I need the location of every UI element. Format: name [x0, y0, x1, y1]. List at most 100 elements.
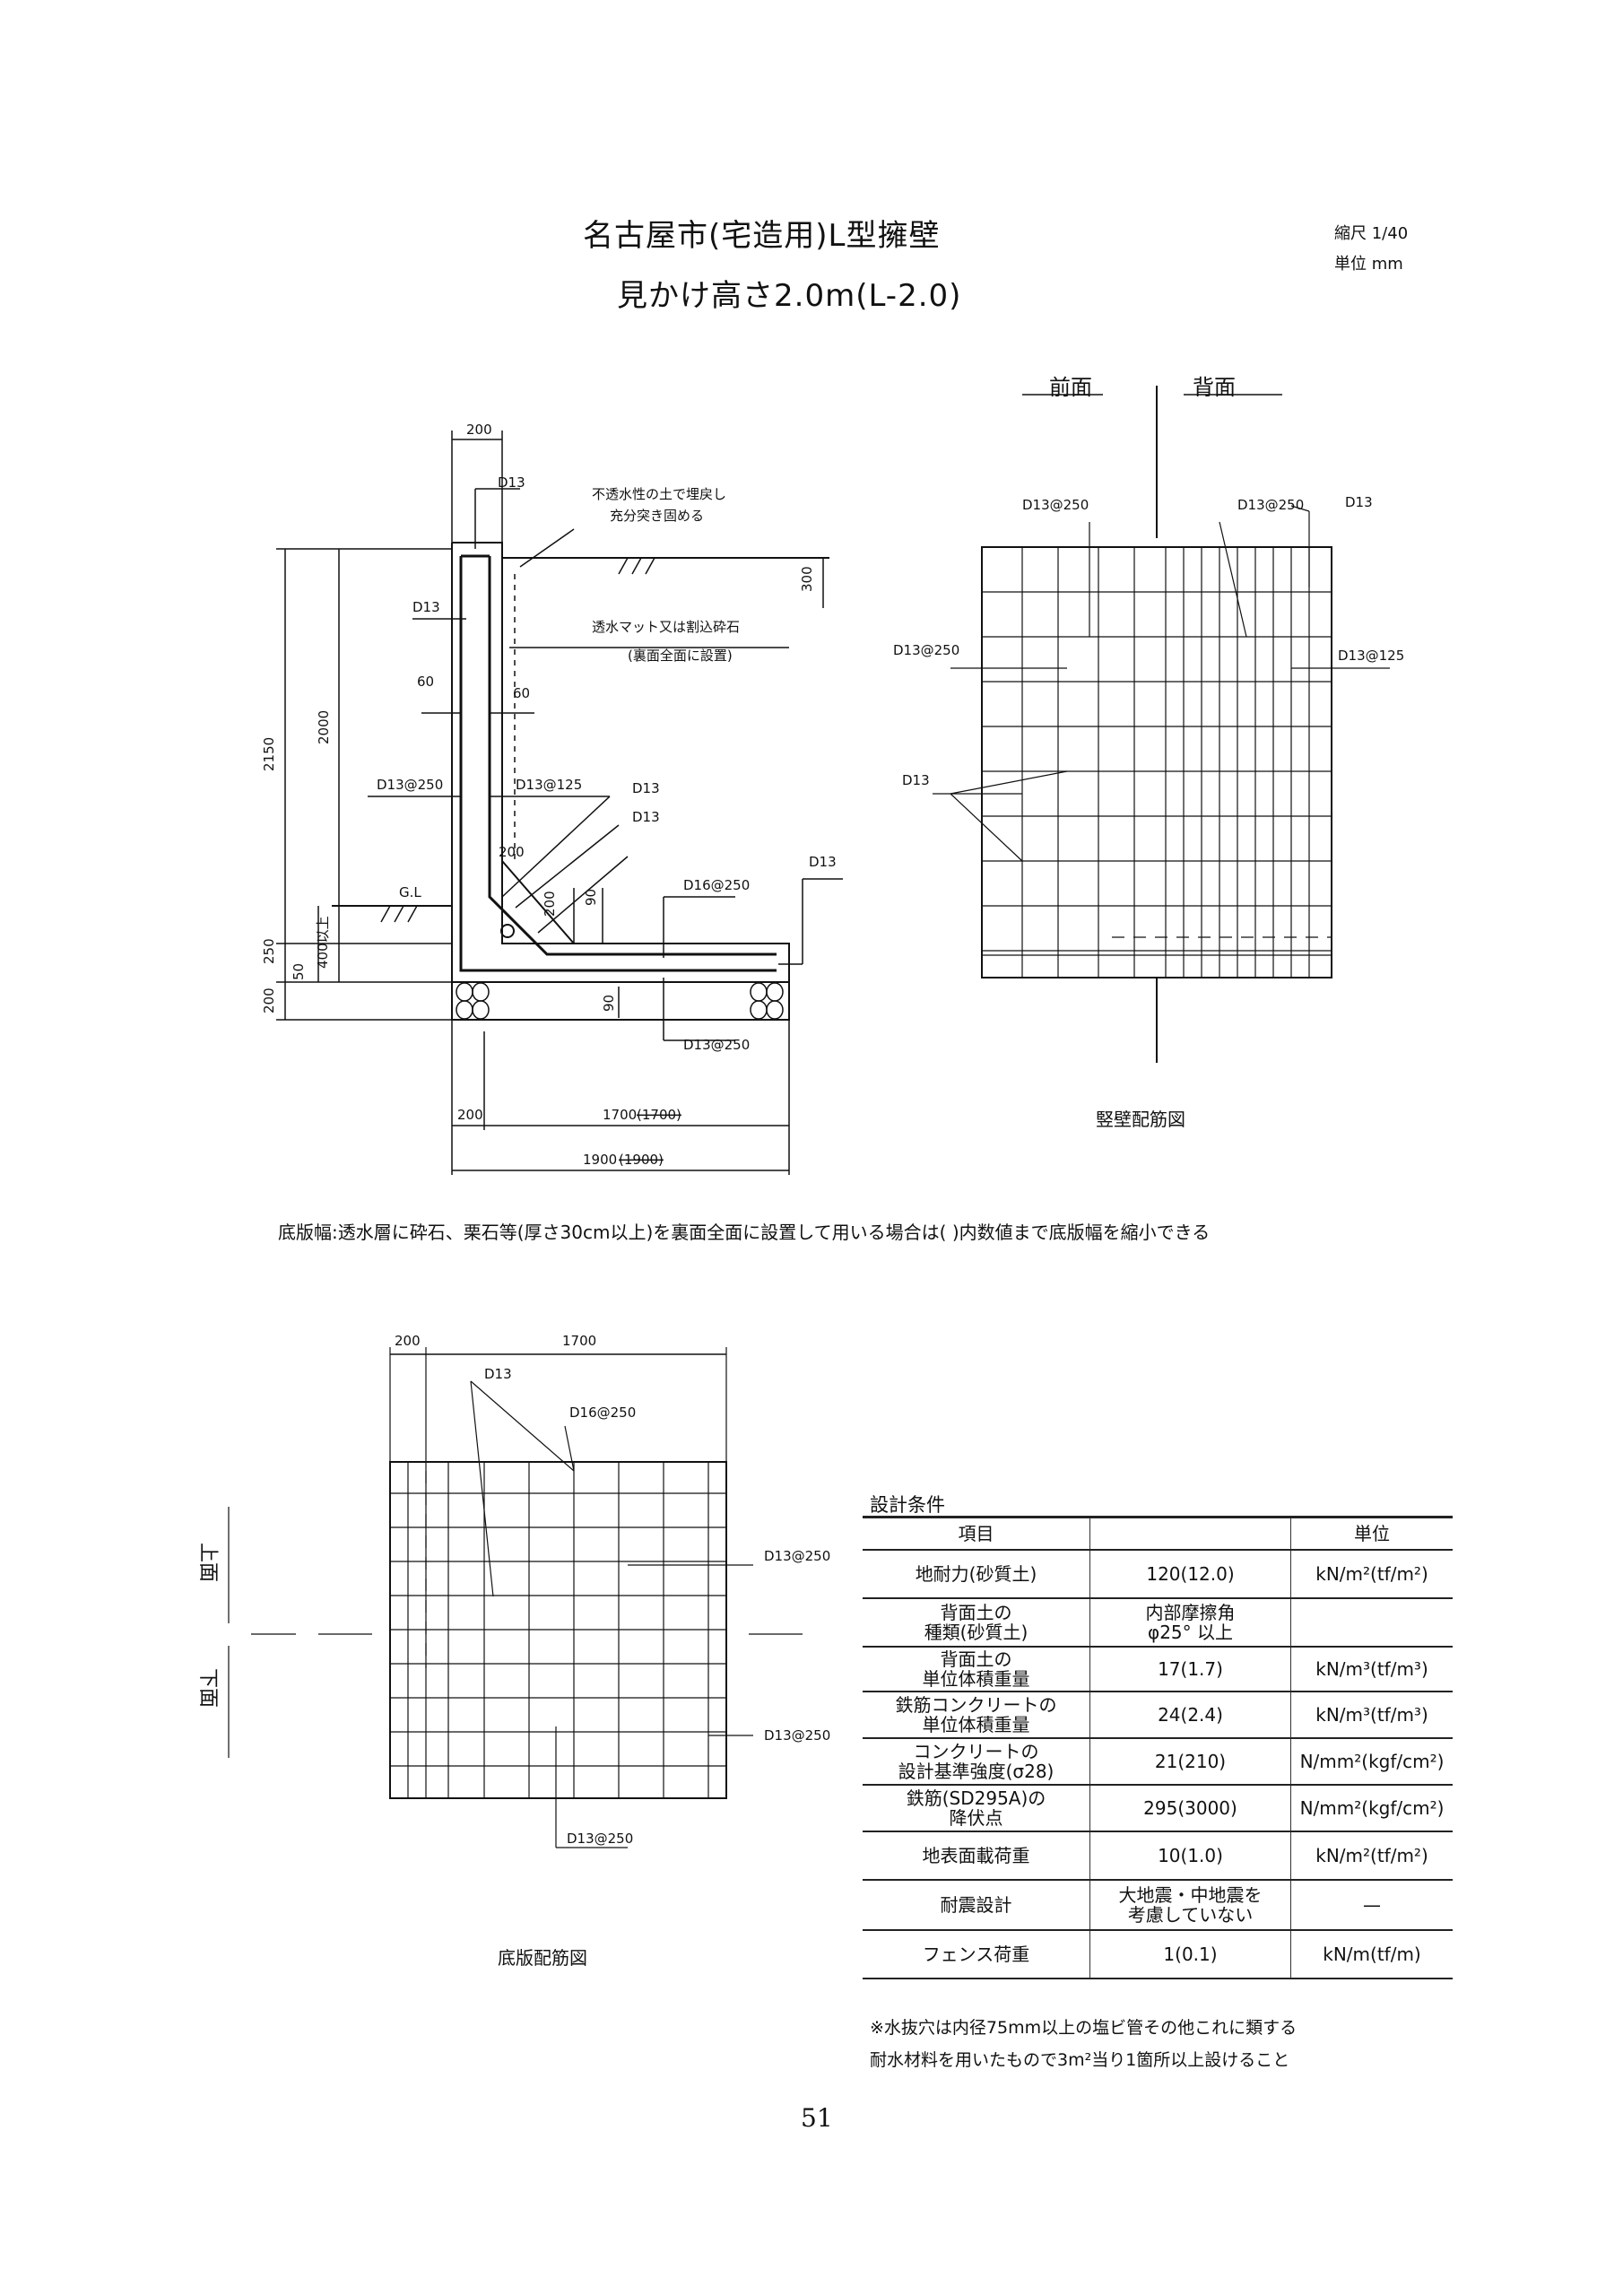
ground-level-label: G.L	[399, 884, 421, 900]
cell-value: 10(1.0)	[1089, 1831, 1291, 1881]
cell-item: 地耐力(砂質土)	[863, 1550, 1090, 1599]
drain-mat-note: 透水マット又は割込砕石	[592, 619, 740, 635]
rebar-label: D13@250	[893, 642, 959, 658]
cell-item: 耐震設計	[863, 1880, 1090, 1931]
rebar-label: D13	[412, 599, 440, 615]
rebar-label: D13@250	[1237, 497, 1304, 513]
dim-250: 250	[261, 938, 277, 964]
cell-item: 背面土の 単位体積重量	[863, 1647, 1090, 1692]
cell-value: 120(12.0)	[1089, 1550, 1291, 1599]
dim-top-width: 200	[466, 422, 492, 438]
rebar-label: D13@250	[1022, 497, 1089, 513]
slab-dim-1700: 1700	[562, 1333, 596, 1349]
drain-mat-note: (裏面全面に設置)	[628, 648, 733, 664]
cell-unit: kN/m(tf/m)	[1290, 1930, 1453, 1979]
wall-rebar-caption: 竪壁配筋図	[1096, 1109, 1185, 1130]
dim-60: 60	[513, 685, 530, 701]
slab-bottom-face-label: 下面	[196, 1668, 219, 1708]
dim-90: 90	[583, 889, 599, 906]
base-width-note: 底版幅:透水層に砕石、栗石等(厚さ30cm以上)を裏面全面に設置して用いる場合は…	[278, 1222, 1211, 1243]
cell-value: 内部摩擦角 φ25° 以上	[1089, 1598, 1291, 1648]
dim-400: 400以上	[315, 916, 331, 969]
slab-dim-200: 200	[395, 1333, 421, 1349]
dim-haunch: 200	[499, 844, 525, 860]
dim-1700-reduced: (1700)	[637, 1107, 681, 1123]
cell-unit: kN/m³(tf/m³)	[1290, 1692, 1453, 1739]
rebar-label: D13	[498, 474, 525, 491]
cell-value: 17(1.7)	[1089, 1647, 1291, 1692]
rebar-label: D13@250	[683, 1037, 750, 1053]
cell-unit: kN/m³(tf/m³)	[1290, 1647, 1453, 1692]
design-conditions-table: 項目 単位 地耐力(砂質土)120(12.0)kN/m²(tf/m²)背面土の …	[863, 1516, 1453, 1979]
cell-unit: N/mm²(kgf/cm²)	[1290, 1738, 1453, 1786]
rebar-label: D13	[809, 854, 837, 870]
dim-2150: 2150	[261, 737, 277, 771]
table-row: 耐震設計大地震・中地震を 考慮していない—	[863, 1880, 1453, 1931]
cell-unit: N/mm²(kgf/cm²)	[1290, 1785, 1453, 1832]
cell-unit: kN/m²(tf/m²)	[1290, 1550, 1453, 1599]
dim-1900: 1900	[583, 1152, 617, 1168]
cell-item: コンクリートの 設計基準強度(σ28)	[863, 1738, 1090, 1786]
wall-back-label: 背面	[1193, 375, 1236, 400]
cell-value: 24(2.4)	[1089, 1692, 1291, 1739]
rebar-label: D13	[632, 780, 660, 796]
cell-item: 鉄筋コンクリートの 単位体積重量	[863, 1692, 1090, 1739]
cell-item: 背面土の 種類(砂質土)	[863, 1598, 1090, 1648]
dim-200: 200	[542, 891, 558, 917]
drain-hole-note: ※水抜穴は内径75mm以上の塩ビ管その他これに類する	[870, 2018, 1298, 2038]
dim-300: 300	[799, 566, 815, 592]
backfill-note: 充分突き固める	[610, 508, 704, 524]
cell-item: 鉄筋(SD295A)の 降伏点	[863, 1785, 1090, 1832]
cell-unit: —	[1290, 1880, 1453, 1931]
rebar-label: D13@250	[567, 1831, 633, 1847]
rebar-label: D16@250	[569, 1405, 636, 1421]
rebar-label: D16@250	[683, 877, 750, 893]
dim-1700: 1700	[603, 1107, 637, 1123]
rebar-label: D13@250	[764, 1727, 830, 1744]
cell-value: 大地震・中地震を 考慮していない	[1089, 1880, 1291, 1931]
cell-unit: kN/m²(tf/m²)	[1290, 1831, 1453, 1881]
page-number: 51	[801, 2103, 833, 2133]
cell-item: フェンス荷重	[863, 1930, 1090, 1979]
table-row: 背面土の 種類(砂質土)内部摩擦角 φ25° 以上	[863, 1598, 1453, 1648]
cell-value: 21(210)	[1089, 1738, 1291, 1786]
cell-value: 295(3000)	[1089, 1785, 1291, 1832]
cross-section-diagram: 200 D13 不透水性の土で埋戻し 充分突き固める 300 透水マット又は割込…	[261, 422, 843, 1175]
rebar-label: D13@250	[377, 777, 443, 793]
rebar-label: D13	[1345, 494, 1373, 510]
dim-200-horizontal: 200	[457, 1107, 483, 1123]
cell-item: 地表面載荷重	[863, 1831, 1090, 1881]
dim-50: 50	[291, 963, 307, 980]
cell-value: 1(0.1)	[1089, 1930, 1291, 1979]
dim-2000: 2000	[316, 710, 332, 744]
drain-hole-note: 耐水材料を用いたもので3m²当り1箇所以上設けること	[870, 2050, 1290, 2070]
table-row: コンクリートの 設計基準強度(σ28)21(210)N/mm²(kgf/cm²)	[863, 1738, 1453, 1786]
wall-front-label: 前面	[1049, 375, 1092, 400]
page-title: 名古屋市(宅造用)L型擁壁	[583, 218, 941, 254]
dim-90-bottom: 90	[601, 995, 617, 1012]
col-value-header	[1089, 1516, 1291, 1551]
design-conditions-heading: 設計条件	[870, 1494, 945, 1516]
wall-rebar-diagram: 前面 背面 D13@250 D13@250 D13 D13@250 D13@12…	[893, 375, 1404, 1130]
rebar-label: D13	[632, 809, 660, 825]
dim-200-bottom: 200	[261, 987, 277, 1013]
scale-label: 縮尺 1/40	[1334, 224, 1409, 243]
slab-rebar-caption: 底版配筋図	[498, 1947, 587, 1969]
col-item-header: 項目	[863, 1516, 1090, 1551]
rebar-label: D13@125	[516, 777, 582, 793]
table-row: 地耐力(砂質土)120(12.0)kN/m²(tf/m²)	[863, 1550, 1453, 1599]
dim-1900-reduced: (1900)	[619, 1152, 664, 1168]
cell-unit	[1290, 1598, 1453, 1648]
slab-top-face-label: 上面	[196, 1543, 219, 1582]
dim-60: 60	[417, 674, 434, 690]
rebar-label: D13	[902, 772, 930, 788]
page-subtitle: 見かけ高さ2.0m(L-2.0)	[617, 278, 962, 314]
rebar-label: D13@250	[764, 1548, 830, 1564]
col-unit-header: 単位	[1290, 1516, 1453, 1551]
rebar-label: D13@125	[1338, 648, 1404, 664]
